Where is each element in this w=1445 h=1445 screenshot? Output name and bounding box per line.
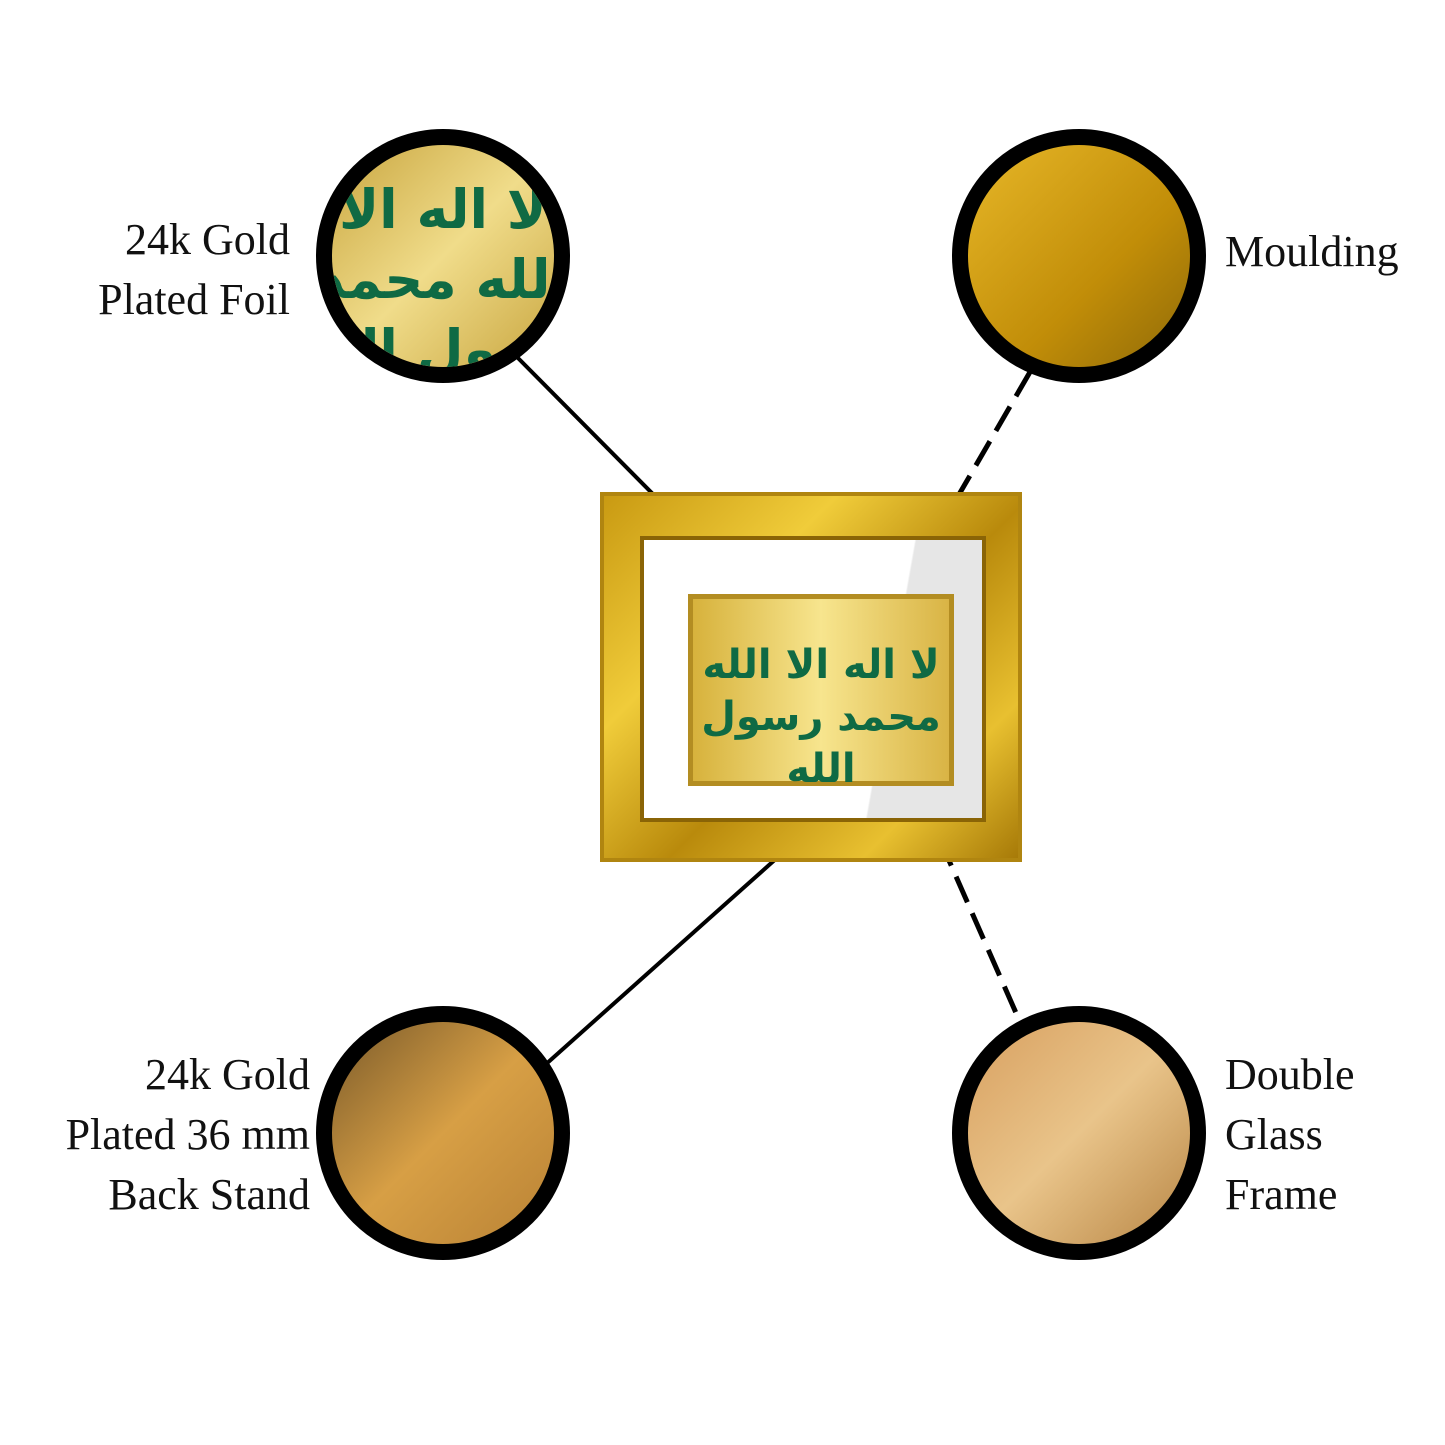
glass-label: Double Glass Frame	[1225, 1045, 1355, 1225]
glass-label-line: Frame	[1225, 1170, 1338, 1219]
stand-label: 24k Gold Plated 36 mm Back Stand	[66, 1045, 310, 1225]
foil-detail-circle: لا اله الا الله محمد رسول الله	[316, 129, 570, 383]
stand-label-line: Back Stand	[108, 1170, 310, 1219]
stand-label-line: Plated 36 mm	[65, 1110, 310, 1159]
moulding-callout-line	[947, 370, 1033, 512]
glass-label-line: Double	[1225, 1050, 1355, 1099]
glass-label-line: Glass	[1225, 1110, 1323, 1159]
product-frame: لا اله الا الله محمد رسول الله	[600, 492, 1022, 862]
foil-label: 24k Gold Plated Foil	[98, 210, 290, 330]
moulding-detail-circle	[952, 129, 1206, 383]
glass-detail-circle	[952, 1006, 1206, 1260]
stand-label-line: 24k Gold	[145, 1050, 310, 1099]
stand-callout-line	[543, 855, 780, 1067]
calligraphy: لا اله الا الله محمد رسول الله	[701, 642, 941, 792]
foil-calligraphy: لا اله الا الله محمد رسول الله	[316, 178, 570, 381]
glass-callout-line	[937, 838, 1023, 1024]
foil-label-line: Plated Foil	[98, 275, 290, 324]
moulding-label: Moulding	[1225, 222, 1399, 282]
moulding-label-line: Moulding	[1225, 227, 1399, 276]
gold-plaque: لا اله الا الله محمد رسول الله	[688, 594, 954, 792]
stand-detail-circle	[316, 1006, 570, 1260]
foil-label-line: 24k Gold	[125, 215, 290, 264]
